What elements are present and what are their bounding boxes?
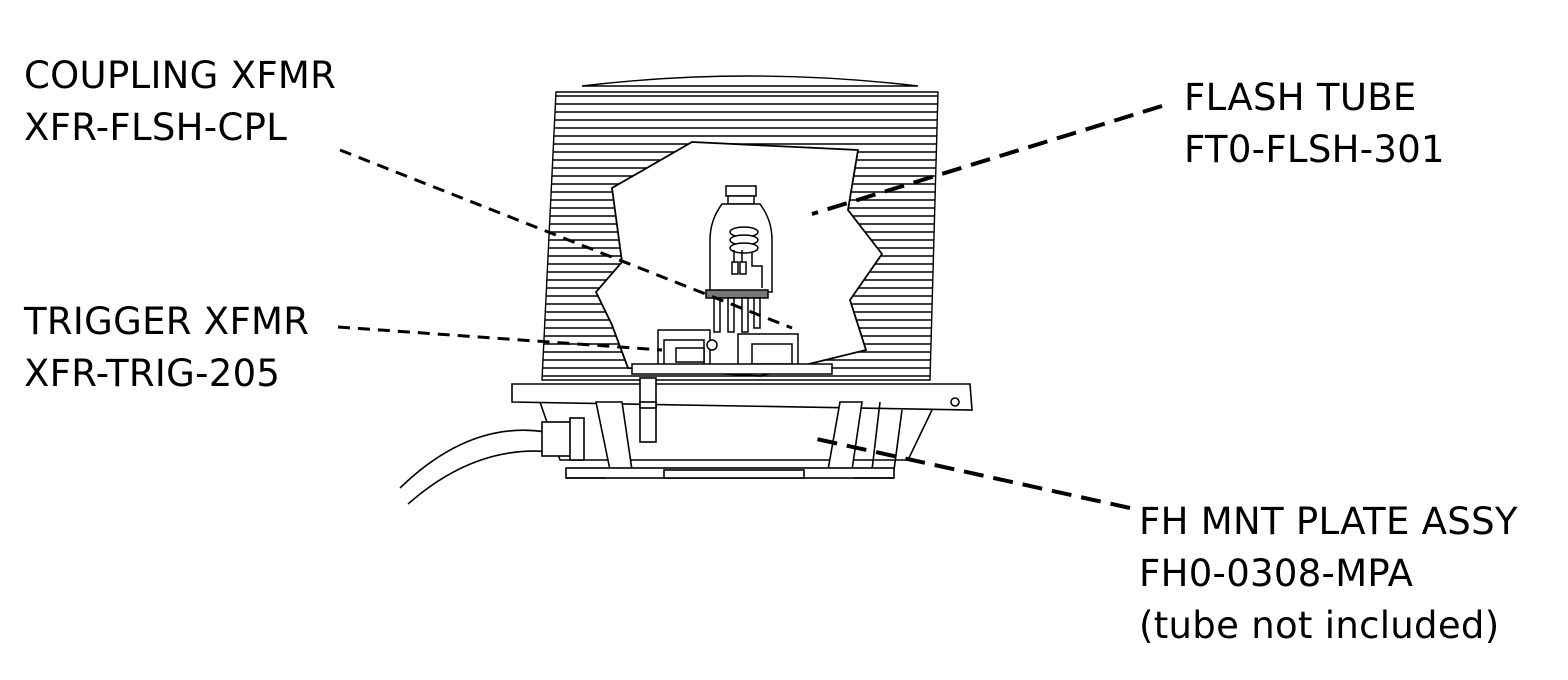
mount-hole	[950, 397, 960, 407]
coupling-xfmr-name: COUPLING XFMR	[24, 54, 337, 97]
trigger-xfmr-part-number: XFR-TRIG-205	[24, 352, 281, 395]
flash-tube-part-number: FT0-FLSH-301	[1184, 128, 1445, 171]
leader-lines	[337, 104, 1163, 510]
flange	[511, 383, 973, 411]
leader-trigger	[337, 325, 663, 352]
mount-plate-name: FH MNT PLATE ASSY	[1139, 500, 1518, 543]
trigger-xfmr-name: TRIGGER XFMR	[24, 300, 310, 343]
coupling-xfmr-part-number: XFR-FLSH-CPL	[24, 106, 288, 149]
tube-cap	[725, 185, 757, 197]
mount-plate-label: FH MNT PLATE ASSY FH0-0308-MPA (tube not…	[1139, 496, 1518, 652]
coupling-xfmr-label: COUPLING XFMR XFR-FLSH-CPL	[24, 50, 336, 154]
flash-tube-name: FLASH TUBE	[1184, 76, 1417, 119]
trigger-xfmr-label: TRIGGER XFMR XFR-TRIG-205	[24, 296, 309, 400]
leader-coupling	[339, 148, 793, 330]
transformer-block	[631, 329, 833, 375]
flash-tube-assembly	[705, 185, 773, 333]
strain-relief	[541, 421, 573, 457]
lens-top-cap	[581, 75, 919, 87]
tube-socket-ring	[705, 289, 769, 299]
mounting-plate	[511, 377, 973, 479]
leader-mount	[811, 436, 1131, 510]
mount-plate-part-number: FH0-0308-MPA	[1139, 552, 1414, 595]
flash-tube-label: FLASH TUBE FT0-FLSH-301	[1184, 72, 1445, 176]
power-cable	[399, 417, 585, 505]
latch	[639, 377, 657, 443]
leader-flash	[811, 104, 1163, 216]
mount-plate-note: (tube not included)	[1139, 604, 1500, 647]
